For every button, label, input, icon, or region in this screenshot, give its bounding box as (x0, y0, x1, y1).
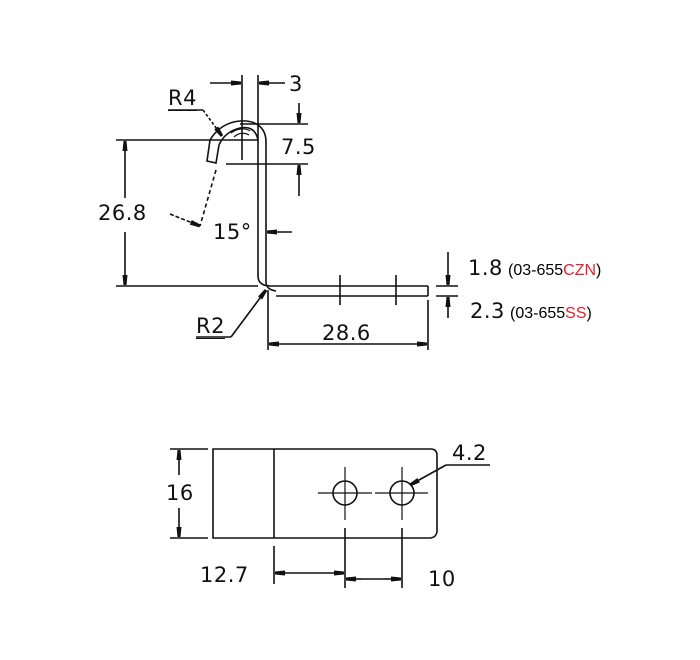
dim-7-5 (226, 103, 308, 196)
dim-16 (170, 448, 208, 539)
label-horizontal-length: 28.6 (322, 321, 371, 345)
dim-10 (346, 528, 403, 588)
label-hole-spacing: 10 (428, 567, 456, 591)
part-suffix-czn: CZN (563, 262, 597, 279)
part-prefix: (03-655 (510, 305, 566, 322)
label-hook-height: 7.5 (281, 135, 316, 159)
dia-4-2-leader (409, 464, 490, 487)
part-suffix-ss: SS (565, 305, 587, 322)
label-r2: R2 (196, 314, 225, 339)
label-hole-diameter: 4.2 (452, 441, 487, 465)
top-view (212, 448, 438, 539)
label-thickness-czn: 1.8 (468, 256, 503, 280)
dim-3 (210, 75, 285, 160)
part-close: ) (586, 305, 592, 322)
r2-leader (196, 289, 268, 338)
part-number-czn: (03-655CZN) (508, 262, 601, 279)
label-vertical-height: 26.8 (98, 201, 147, 225)
label-thickness-ss: 2.3 (470, 299, 505, 323)
label-r4: R4 (168, 86, 197, 111)
thickness-ss-row: 2.3 (03-655SS) (470, 301, 592, 322)
dim-26-8 (116, 139, 258, 287)
label-thickness-top: 3 (289, 72, 303, 96)
label-first-hole-offset: 12.7 (200, 563, 249, 587)
side-view (206, 120, 429, 305)
dim-28-6 (267, 290, 429, 350)
angle-leader (169, 169, 292, 235)
part-prefix: (03-655 (508, 262, 564, 279)
label-width: 16 (166, 481, 194, 505)
thickness-czn-row: 1.8 (03-655CZN) (468, 258, 601, 279)
label-angle: 15° (213, 220, 252, 244)
dim-12-7 (273, 528, 346, 588)
part-number-ss: (03-655SS) (510, 305, 592, 322)
dim-thickness (436, 252, 458, 318)
r4-leader (168, 109, 224, 137)
part-close: ) (596, 262, 602, 279)
